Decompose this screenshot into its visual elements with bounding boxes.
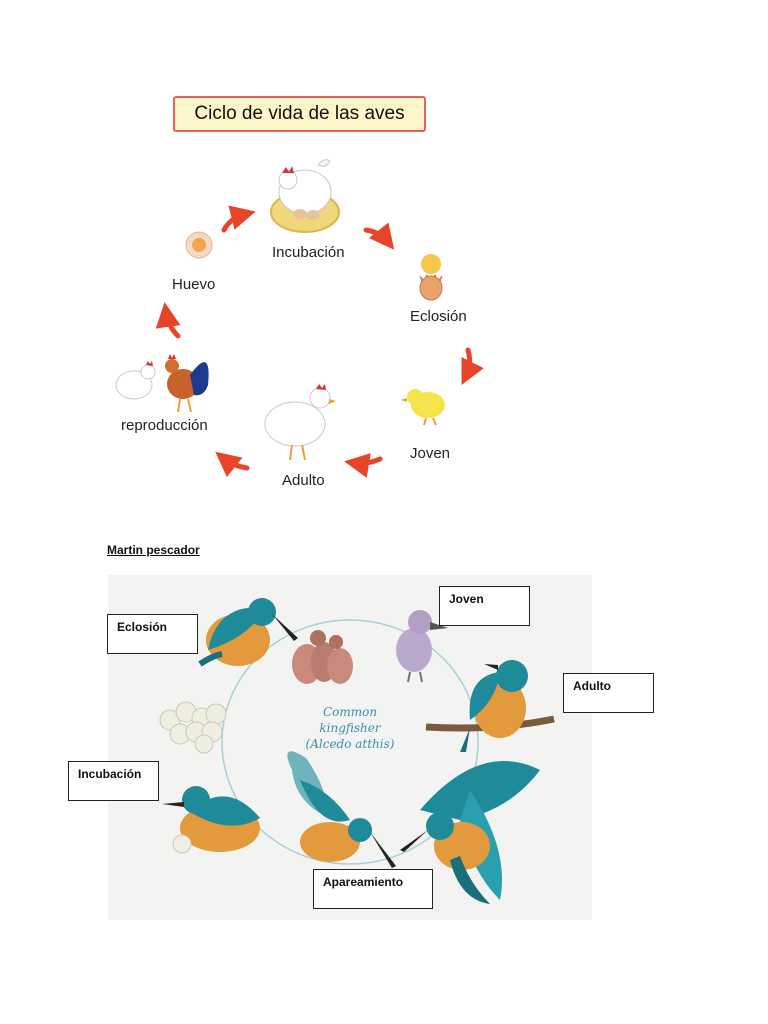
hen-and-rooster-icon	[115, 354, 209, 413]
cycle-ring	[221, 619, 479, 865]
cycle-title: Ciclo de vida de las aves	[173, 96, 426, 132]
mating-kingfishers-icon	[287, 751, 540, 904]
label-box-joven: Joven	[439, 586, 530, 626]
adult-hen-icon	[264, 384, 336, 461]
arrow-adulto-to-reproduccion-icon	[215, 451, 250, 478]
caption-scientific-name: (Alcedo atthis)	[305, 737, 395, 751]
label-box-eclosion: Eclosión	[107, 614, 198, 654]
hen-on-nest-icon	[270, 159, 340, 233]
stage-label-joven: Joven	[410, 445, 451, 462]
label-box-incubacion: Incubación	[68, 761, 159, 801]
hatchlings-icon	[292, 630, 353, 684]
eggs-icon	[159, 701, 227, 754]
stage-label-eclosion: Eclosión	[410, 308, 467, 325]
young-chick-icon	[401, 389, 445, 426]
arrow-joven-to-adulto-icon	[344, 453, 383, 478]
parent-feeding-kingfisher-icon	[198, 598, 298, 667]
caption-common-name: Common kingfisher	[319, 705, 381, 735]
stage-label-reproduccion: reproducción	[121, 417, 208, 434]
label-box-apareamiento: Apareamiento	[313, 869, 433, 909]
kingfisher-heading: Martin pescador	[107, 543, 200, 557]
kingfisher-species-caption: Common kingfisher (Alcedo atthis)	[300, 704, 400, 752]
stage-label-incubacion: Incubación	[272, 244, 345, 261]
stage-label-adulto: Adulto	[282, 472, 325, 489]
label-box-adulto: Adulto	[563, 673, 654, 713]
arrow-incubacion-to-eclosion-icon	[363, 222, 395, 250]
cycle-arrows	[155, 205, 484, 478]
arrow-reproduccion-to-huevo-icon	[155, 302, 181, 339]
young-kingfisher-icon	[396, 610, 448, 683]
stage-label-huevo: Huevo	[172, 276, 216, 293]
adult-kingfisher-on-branch-icon	[425, 660, 555, 752]
incubating-kingfisher-icon	[162, 786, 260, 854]
hatching-chick-icon	[419, 254, 443, 301]
arrow-eclosion-to-joven-icon	[461, 347, 484, 385]
arrow-huevo-to-incubacion-icon	[221, 205, 256, 233]
egg-icon	[185, 231, 213, 259]
